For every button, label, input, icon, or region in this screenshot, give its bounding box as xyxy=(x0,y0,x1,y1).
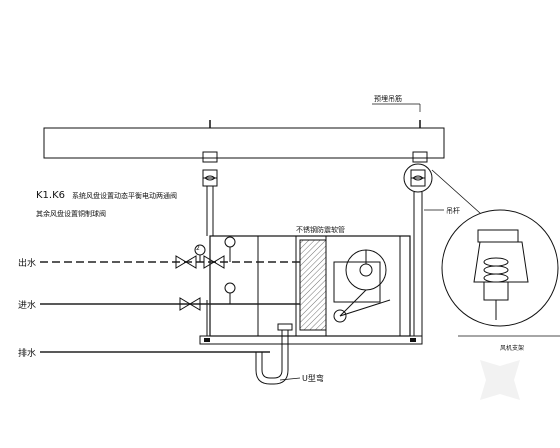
pipe-valve-icon xyxy=(175,255,187,269)
label-supply-water: 出水 xyxy=(18,257,36,269)
label-valve-number: 2 xyxy=(196,245,200,252)
supply-water-pipe xyxy=(40,244,300,269)
watermark-logo xyxy=(480,360,520,400)
label-return-water: 进水 xyxy=(18,299,36,311)
ceiling-slab xyxy=(43,127,445,159)
label-ceiling-hanger: 预埋吊筋 xyxy=(374,94,402,103)
return-water-pipe xyxy=(40,297,300,311)
label-drain-water: 排水 xyxy=(18,347,36,359)
right-hanger xyxy=(403,120,491,336)
pressure-gauge-icon xyxy=(224,236,236,304)
label-drain-hose: 不锈钢防震软管 xyxy=(296,225,345,234)
coil-hatch xyxy=(299,239,327,331)
detail-circle xyxy=(441,209,559,327)
label-series-desc: 系统风盘设置动态平衡电动两通阀 xyxy=(72,191,177,200)
label-u-trap: U型弯 xyxy=(302,373,324,383)
label-hanger-rod: 吊杆 xyxy=(446,206,460,215)
left-hanger xyxy=(202,120,218,336)
drain-pipe xyxy=(40,323,301,385)
label-floor-support: 风机支架 xyxy=(500,344,524,352)
motor-icon xyxy=(333,309,347,323)
label-series-prefix: K1.K6 xyxy=(36,190,65,201)
label-series-other: 其余风盘设置铜制球阀 xyxy=(36,209,106,218)
spring-isolator-icon xyxy=(473,241,529,283)
fan-coil-unit xyxy=(199,235,423,345)
